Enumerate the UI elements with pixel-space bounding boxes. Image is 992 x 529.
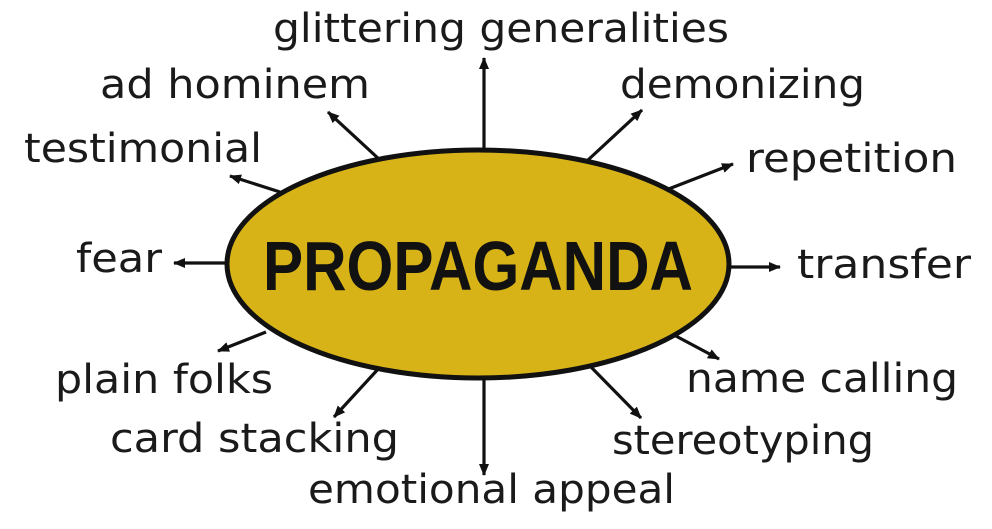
label-fear: fear — [76, 236, 163, 282]
label-glittering-generalities: glittering generalities — [273, 6, 729, 52]
label-stereotyping: stereotyping — [612, 418, 874, 464]
arrow-stereotyping — [588, 364, 643, 420]
arrow-repetition — [665, 162, 734, 192]
label-card-stacking: card stacking — [110, 416, 399, 462]
label-testimonial: testimonial — [24, 126, 262, 172]
label-name-calling: name calling — [686, 356, 958, 402]
arrow-card-stacking — [332, 365, 382, 419]
arrow-demonizing — [586, 108, 644, 162]
label-demonizing: demonizing — [620, 62, 865, 108]
arrow-ad-hominem — [326, 110, 382, 162]
branch-labels: glittering generalities demonizing repet… — [24, 6, 972, 513]
label-plain-folks: plain folks — [55, 357, 273, 403]
label-repetition: repetition — [746, 136, 957, 182]
label-emotional-appeal: emotional appeal — [308, 467, 675, 513]
label-transfer: transfer — [797, 242, 972, 288]
central-ellipse — [224, 147, 732, 381]
arrow-plain-folks — [217, 330, 267, 353]
central-label: PROPAGANDA — [263, 227, 693, 305]
arrow-testimonial — [229, 174, 281, 194]
arrows — [173, 57, 781, 476]
label-ad-hominem: ad hominem — [100, 62, 370, 108]
central-node: PROPAGANDA — [224, 147, 732, 381]
arrow-name-calling — [673, 333, 720, 361]
